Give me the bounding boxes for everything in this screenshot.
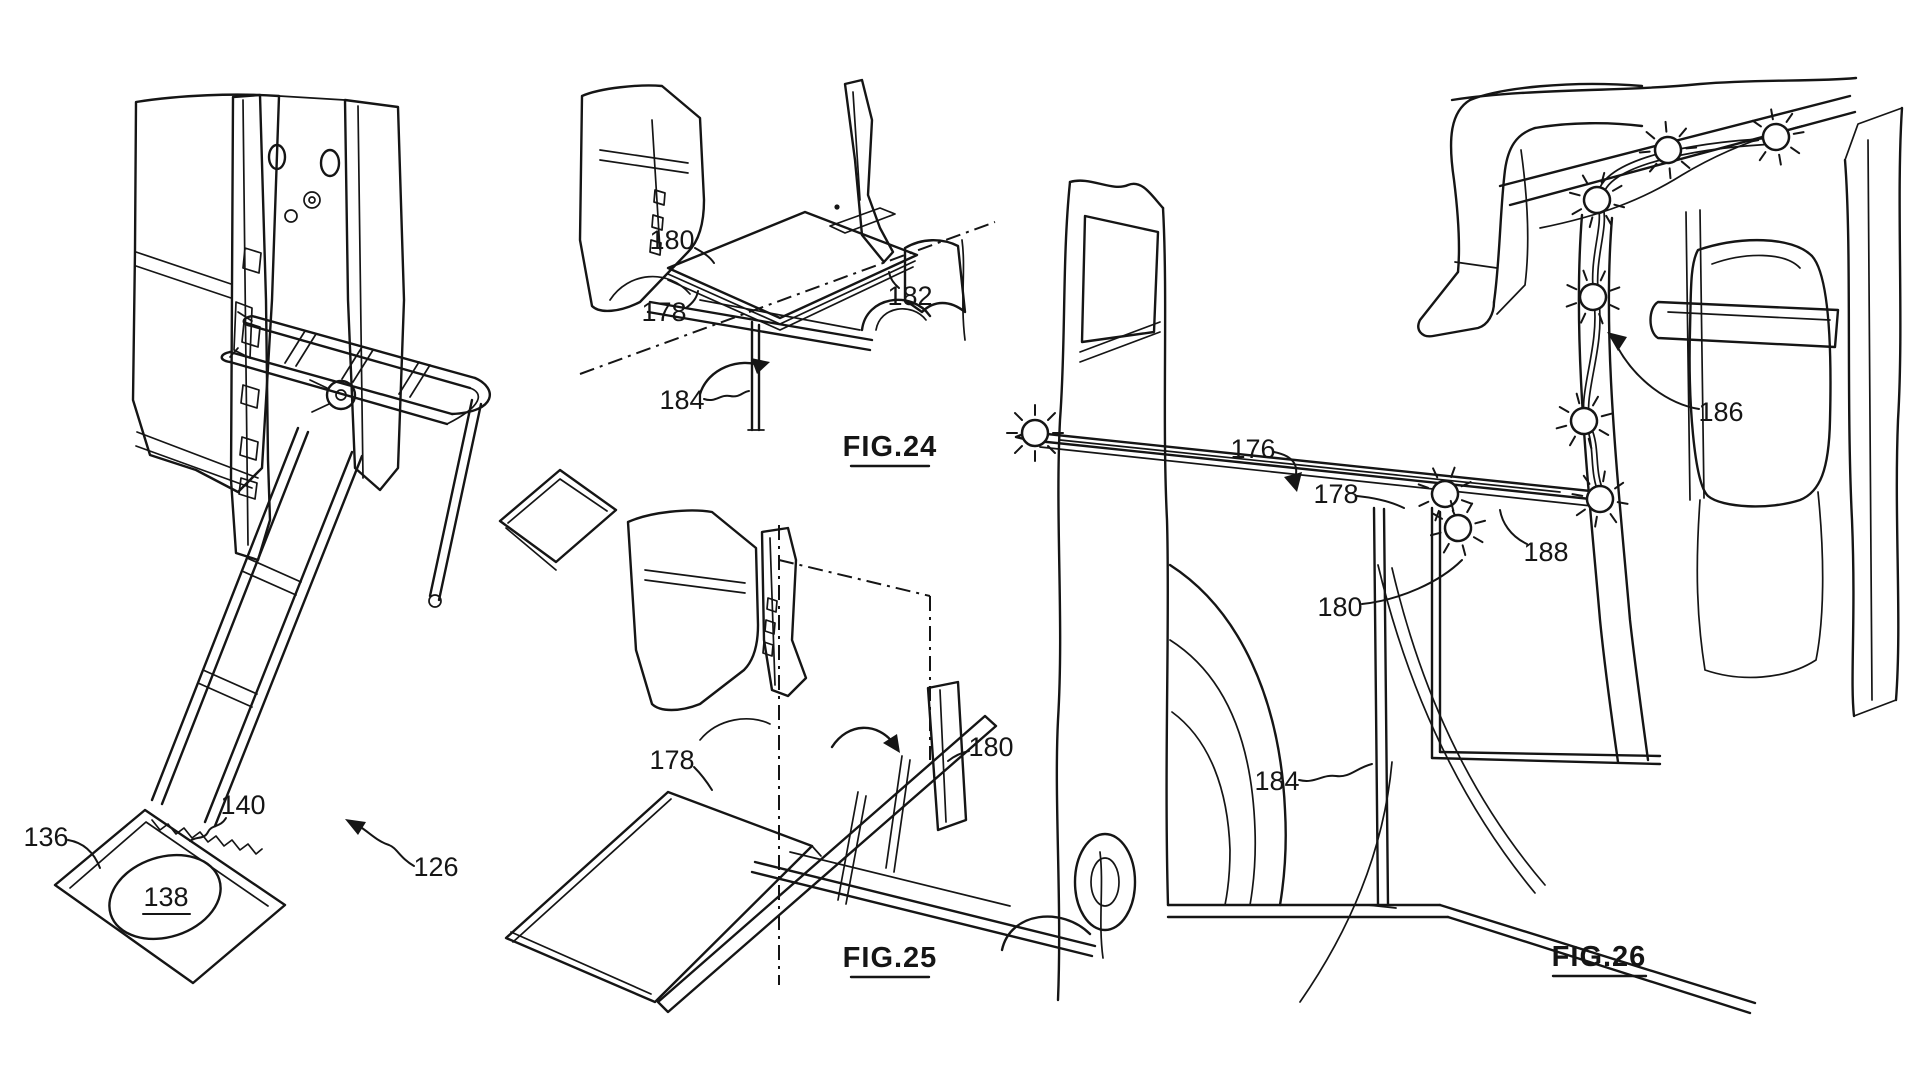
fig24-caption: FIG.24 <box>843 431 938 463</box>
string-light <box>1407 456 1483 532</box>
figure-26: 176 178 188 180 184 186 FIG.26 <box>1005 76 1904 1015</box>
ref-label-140: 140 <box>220 790 265 820</box>
ref-label-138: 138 <box>143 882 188 912</box>
fig24-vehicle-drawing <box>578 78 996 432</box>
ref-label-176-fig26: 176 <box>1230 434 1275 464</box>
string-light <box>1566 465 1634 533</box>
fig24-labels: 180 178 182 184 FIG.24 <box>641 225 938 468</box>
string-light <box>1422 492 1494 564</box>
ref-label-180-fig24: 180 <box>649 225 694 255</box>
fig25-labels: 178 180 FIG.25 <box>649 732 1014 979</box>
fold-arrow-24 <box>751 358 770 374</box>
ref-label-136: 136 <box>23 822 68 852</box>
ref-label-182-fig24: 182 <box>887 281 932 311</box>
ref-label-186-fig26: 186 <box>1698 397 1743 427</box>
step-assembly-drawing <box>53 93 491 985</box>
ref-label-178-fig25: 178 <box>649 745 694 775</box>
arrowhead-126 <box>345 819 366 835</box>
ref-label-180-fig25: 180 <box>968 732 1013 762</box>
fig25-caption: FIG.25 <box>843 942 938 974</box>
arrowhead-186 <box>1607 332 1627 351</box>
fig26-labels: 176 178 188 180 184 186 FIG.26 <box>1230 332 1744 978</box>
string-light <box>1005 403 1065 463</box>
fig26-caption: FIG.26 <box>1552 941 1647 973</box>
ref-label-126: 126 <box>413 852 458 882</box>
ref-label-184-fig26: 184 <box>1254 766 1299 796</box>
ref-label-184-fig24: 184 <box>659 385 704 415</box>
ref-label-180-fig26: 180 <box>1317 592 1362 622</box>
figure-24: 180 178 182 184 FIG.24 <box>578 78 996 468</box>
fig25-vehicle-drawing <box>498 468 1104 1014</box>
arrowhead-176 <box>1284 472 1302 492</box>
figure-25: 178 180 FIG.25 <box>498 468 1104 1014</box>
step-assembly-labels: 136 138 140 126 <box>23 790 459 915</box>
ref-label-178-fig26: 178 <box>1313 479 1358 509</box>
ref-label-178-fig24: 178 <box>641 297 686 327</box>
figure-step-assembly: 136 138 140 126 <box>23 93 491 985</box>
ref-label-188-fig26: 188 <box>1523 537 1568 567</box>
fig26-vehicle-drawing <box>1005 76 1904 1015</box>
fold-arrow-25 <box>883 734 900 753</box>
